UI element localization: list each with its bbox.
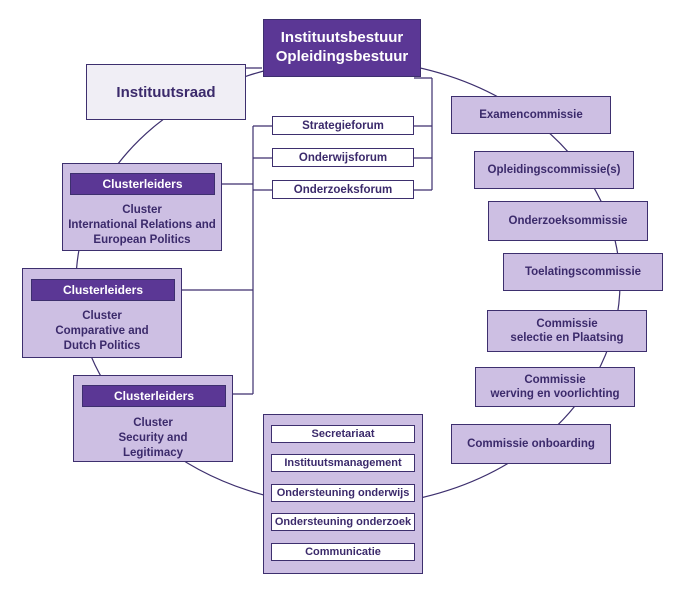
opleidingscommissie-box: Opleidingscommissie(s) xyxy=(474,151,634,189)
instituutsbestuur-label: Instituutsbestuur xyxy=(280,29,404,47)
onderzoekscommissie-label: Onderzoeksommissie xyxy=(508,215,628,227)
onderzoeksforum-label: Onderzoeksforum xyxy=(293,183,393,196)
commissie-werving-line2: werving en voorlichting xyxy=(490,388,620,400)
cluster-comparative-dutch: Clusterleiders Cluster Comparative and D… xyxy=(22,268,182,358)
instituutsraad-label: Instituutsraad xyxy=(116,83,216,101)
strategieforum-box: Strategieforum xyxy=(272,116,414,135)
clusterleiders-label: Clusterleiders xyxy=(82,385,226,407)
cluster-name-line2: Dutch Politics xyxy=(63,339,141,352)
opleidingsbestuur-label: Opleidingsbestuur xyxy=(275,48,409,65)
service-secretariaat: Secretariaat xyxy=(271,425,415,443)
cluster-international-relations: Clusterleiders Cluster International Rel… xyxy=(62,163,222,251)
onderwijsforum-label: Onderwijsforum xyxy=(298,151,388,164)
service-ondersteuning-onderwijs: Ondersteuning onderwijs xyxy=(271,484,415,502)
cluster-name-line2: Legitimacy xyxy=(122,446,184,459)
cluster-name-line1: Comparative and xyxy=(55,324,149,337)
strategieforum-label: Strategieforum xyxy=(302,119,384,132)
toelatingscommissie-box: Toelatingscommissie xyxy=(503,253,663,291)
commissie-selectie-box: Commissie selectie en Plaatsing xyxy=(487,310,647,352)
clusterleiders-label: Clusterleiders xyxy=(70,173,215,195)
examencommissie-box: Examencommissie xyxy=(451,96,611,134)
commissie-werving-line1: Commissie xyxy=(524,373,586,386)
commissie-selectie-line2: selectie en Plaatsing xyxy=(510,332,624,344)
commissie-selectie-line1: Commissie xyxy=(536,317,598,330)
toelatingscommissie-label: Toelatingscommissie xyxy=(524,266,642,278)
cluster-name-line2: European Politics xyxy=(93,233,191,246)
clusterleiders-label: Clusterleiders xyxy=(31,279,175,301)
commissie-onboarding-label: Commissie onboarding xyxy=(467,438,595,450)
onderwijsforum-box: Onderwijsforum xyxy=(272,148,414,167)
opleidingscommissie-label: Opleidingscommissie(s) xyxy=(487,164,621,176)
onderzoeksforum-box: Onderzoeksforum xyxy=(272,180,414,199)
service-ondersteuning-onderzoek: Ondersteuning onderzoek xyxy=(271,513,415,531)
service-communicatie: Communicatie xyxy=(271,543,415,561)
commissie-onboarding-box: Commissie onboarding xyxy=(451,424,611,464)
examencommissie-label: Examencommissie xyxy=(479,109,583,121)
onderzoekscommissie-box: Onderzoeksommissie xyxy=(488,201,648,241)
instituutsraad-box: Instituutsraad xyxy=(86,64,246,120)
cluster-title: Cluster xyxy=(122,204,162,216)
cluster-name-line1: International Relations and xyxy=(68,218,216,231)
cluster-security-legitimacy: Clusterleiders Cluster Security and Legi… xyxy=(73,375,233,462)
commissie-werving-box: Commissie werving en voorlichting xyxy=(475,367,635,407)
cluster-title: Cluster xyxy=(82,310,122,322)
cluster-title: Cluster xyxy=(133,417,173,429)
instituutsbestuur-box: Instituutsbestuur Opleidingsbestuur xyxy=(263,19,421,77)
service-instituutsmanagement: Instituutsmanagement xyxy=(271,454,415,472)
support-services-panel: Secretariaat Instituutsmanagement Onders… xyxy=(263,414,423,574)
cluster-name-line1: Security and xyxy=(118,431,188,444)
